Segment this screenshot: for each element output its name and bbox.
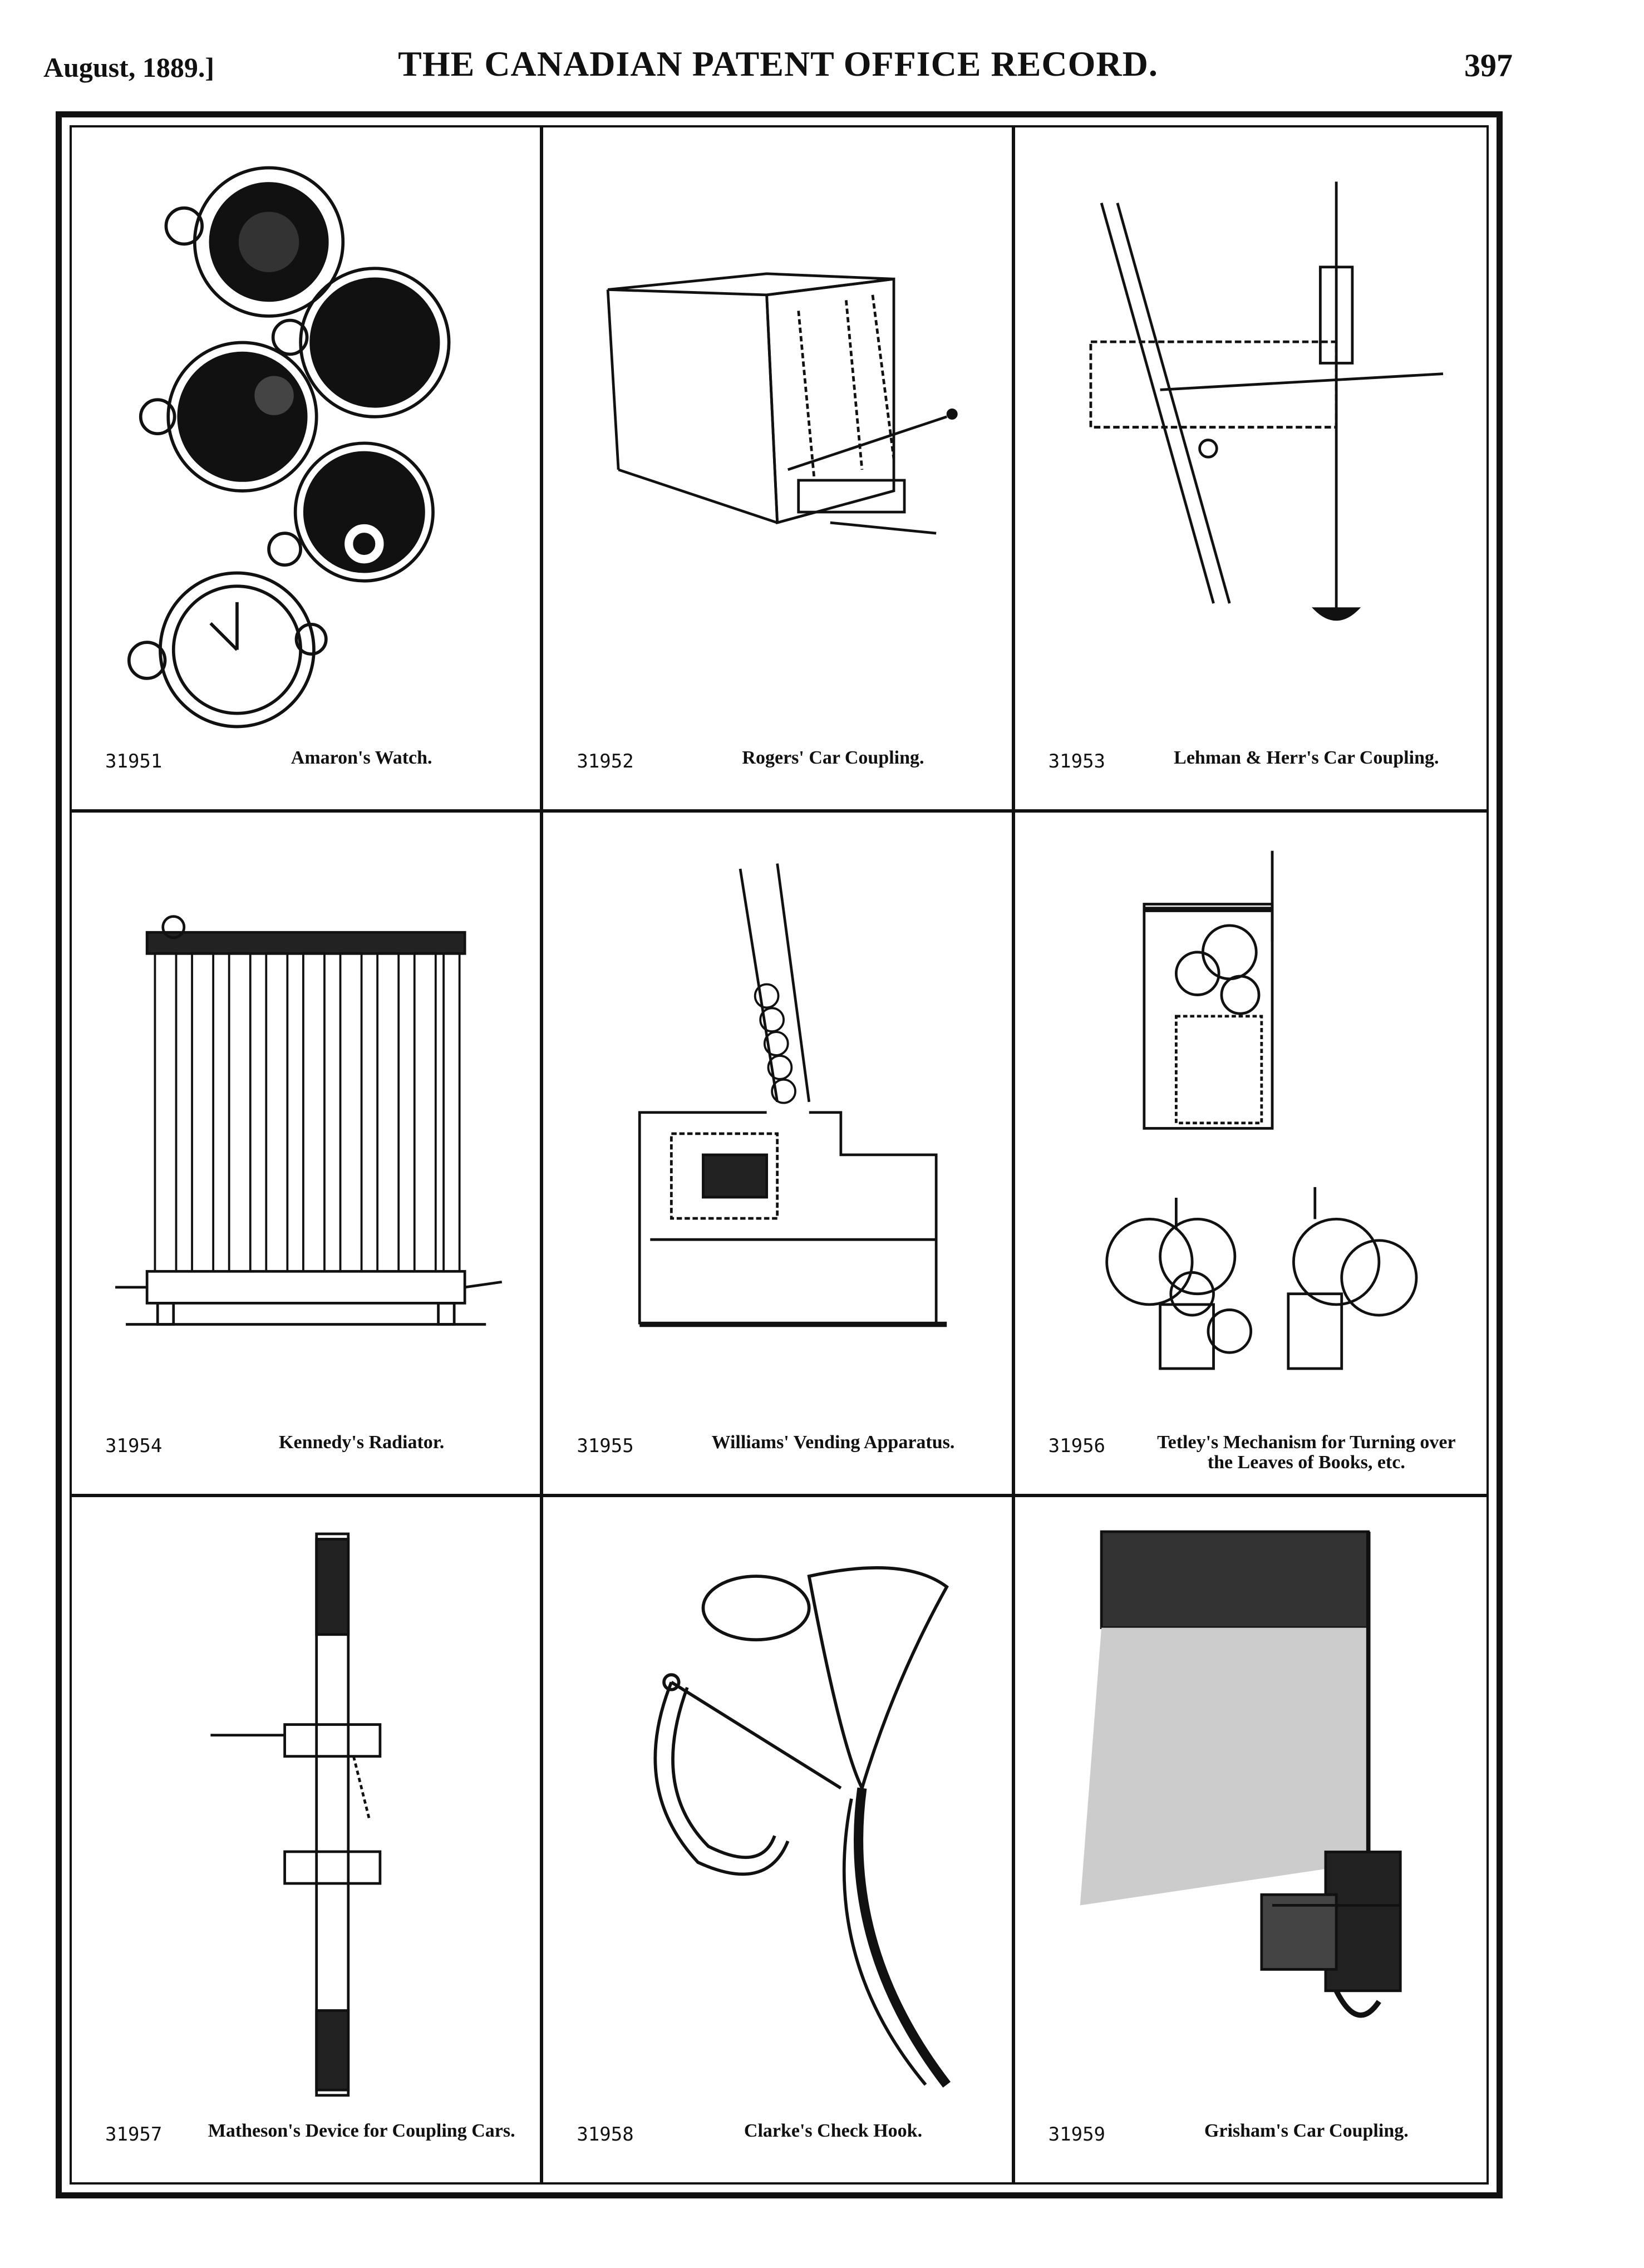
patent-number: 31951 <box>105 750 163 773</box>
patent-caption: 31952 Rogers' Car Coupling. <box>577 747 995 793</box>
patent-number: 31952 <box>577 750 634 773</box>
patent-caption: 31951 Amaron's Watch. <box>105 747 523 793</box>
patent-cell-31951: 31951 Amaron's Watch. <box>72 127 544 813</box>
patent-title: Grisham's Car Coupling. <box>1204 2120 1409 2141</box>
patent-caption: 31958 Clarke's Check Hook. <box>577 2121 995 2166</box>
book-leaf-mechanism-drawing <box>1037 829 1464 1428</box>
patent-title: Tetley's Mechanism for Turning over the … <box>1157 1432 1456 1473</box>
patent-title: Kennedy's Radiator. <box>279 1432 445 1453</box>
check-hook-drawing <box>565 1514 989 2116</box>
patent-cell-31958: 31958 Clarke's Check Hook. <box>543 1497 1015 2182</box>
page-number: 397 <box>1464 47 1513 83</box>
issue-date: August, 1889.] <box>43 52 214 83</box>
patent-cell-31956: 31956 Tetley's Mechanism for Turning ove… <box>1015 813 1487 1498</box>
watch-drawing <box>94 144 518 742</box>
radiator-drawing <box>94 829 518 1428</box>
car-coupling-drawing <box>1037 1514 1464 2116</box>
patent-number: 31955 <box>577 1435 634 1458</box>
patent-title: Matheson's Device for Coupling Cars. <box>208 2120 515 2141</box>
patent-title: Clarke's Check Hook. <box>744 2120 923 2141</box>
page-header: August, 1889.] THE CANADIAN PATENT OFFIC… <box>43 39 1513 106</box>
patent-caption: 31956 Tetley's Mechanism for Turning ove… <box>1049 1433 1470 1477</box>
patent-caption: 31959 Grisham's Car Coupling. <box>1049 2121 1470 2166</box>
patent-title: Lehman & Herr's Car Coupling. <box>1174 747 1439 768</box>
car-coupling-drawing <box>1037 144 1464 742</box>
patent-cell-31954: 31954 Kennedy's Radiator. <box>72 812 544 1498</box>
patent-caption: 31955 Williams' Vending Apparatus. <box>577 1433 995 1477</box>
patent-grid: 31951 Amaron's Watch. <box>70 125 1489 2185</box>
patent-cell-31955: 31955 Williams' Vending Apparatus. <box>543 812 1015 1498</box>
car-coupling-drawing <box>565 144 989 742</box>
patent-title: Williams' Vending Apparatus. <box>711 1432 955 1453</box>
patent-number: 31958 <box>577 2123 634 2146</box>
patent-title: Amaron's Watch. <box>291 747 432 768</box>
vending-apparatus-drawing <box>565 829 989 1428</box>
patent-caption: 31953 Lehman & Herr's Car Coupling. <box>1048 747 1470 793</box>
patent-caption: 31954 Kennedy's Radiator. <box>105 1433 523 1477</box>
coupling-device-drawing <box>94 1514 518 2116</box>
patent-title: Rogers' Car Coupling. <box>742 747 924 768</box>
patent-cell-31953: 31953 Lehman & Herr's Car Coupling. <box>1015 127 1487 813</box>
patent-number: 31959 <box>1048 2123 1106 2146</box>
patent-cell-31957: 31957 Matheson's Device for Coupling Car… <box>72 1497 544 2182</box>
plate-frame: 31951 Amaron's Watch. <box>56 111 1503 2198</box>
patent-number: 31953 <box>1048 750 1106 773</box>
patent-caption: 31957 Matheson's Device for Coupling Car… <box>105 2121 523 2166</box>
patent-cell-31952: 31952 Rogers' Car Coupling. <box>543 127 1015 813</box>
patent-number: 31956 <box>1048 1435 1106 1458</box>
patent-number: 31957 <box>105 2123 163 2146</box>
publication-title: THE CANADIAN PATENT OFFICE RECORD. <box>398 44 1158 83</box>
patent-number: 31954 <box>105 1435 163 1458</box>
patent-cell-31959: 31959 Grisham's Car Coupling. <box>1015 1497 1487 2182</box>
